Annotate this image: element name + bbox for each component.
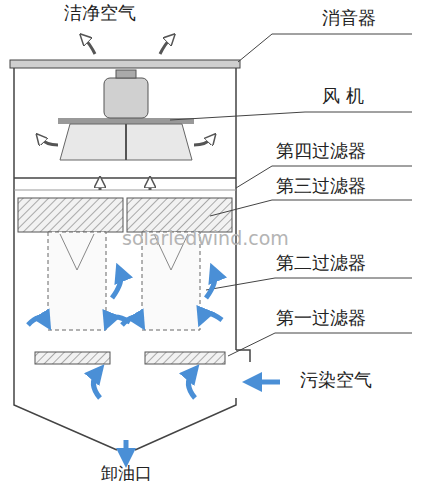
part-name: 风 机	[322, 86, 364, 107]
part-name: 第二过滤器	[276, 253, 366, 274]
inlet-label: 污染空气	[300, 370, 372, 391]
part-name: 消音器	[322, 8, 376, 29]
outlet-label: 洁净空气	[64, 3, 136, 24]
watermark: solarledwind.com	[122, 228, 289, 250]
part-name: 第一过滤器	[276, 308, 366, 329]
part-name: 第三过滤器	[276, 176, 366, 197]
outlet-label: 卸油口	[101, 464, 152, 484]
part-name: 第四过滤器	[276, 141, 366, 162]
